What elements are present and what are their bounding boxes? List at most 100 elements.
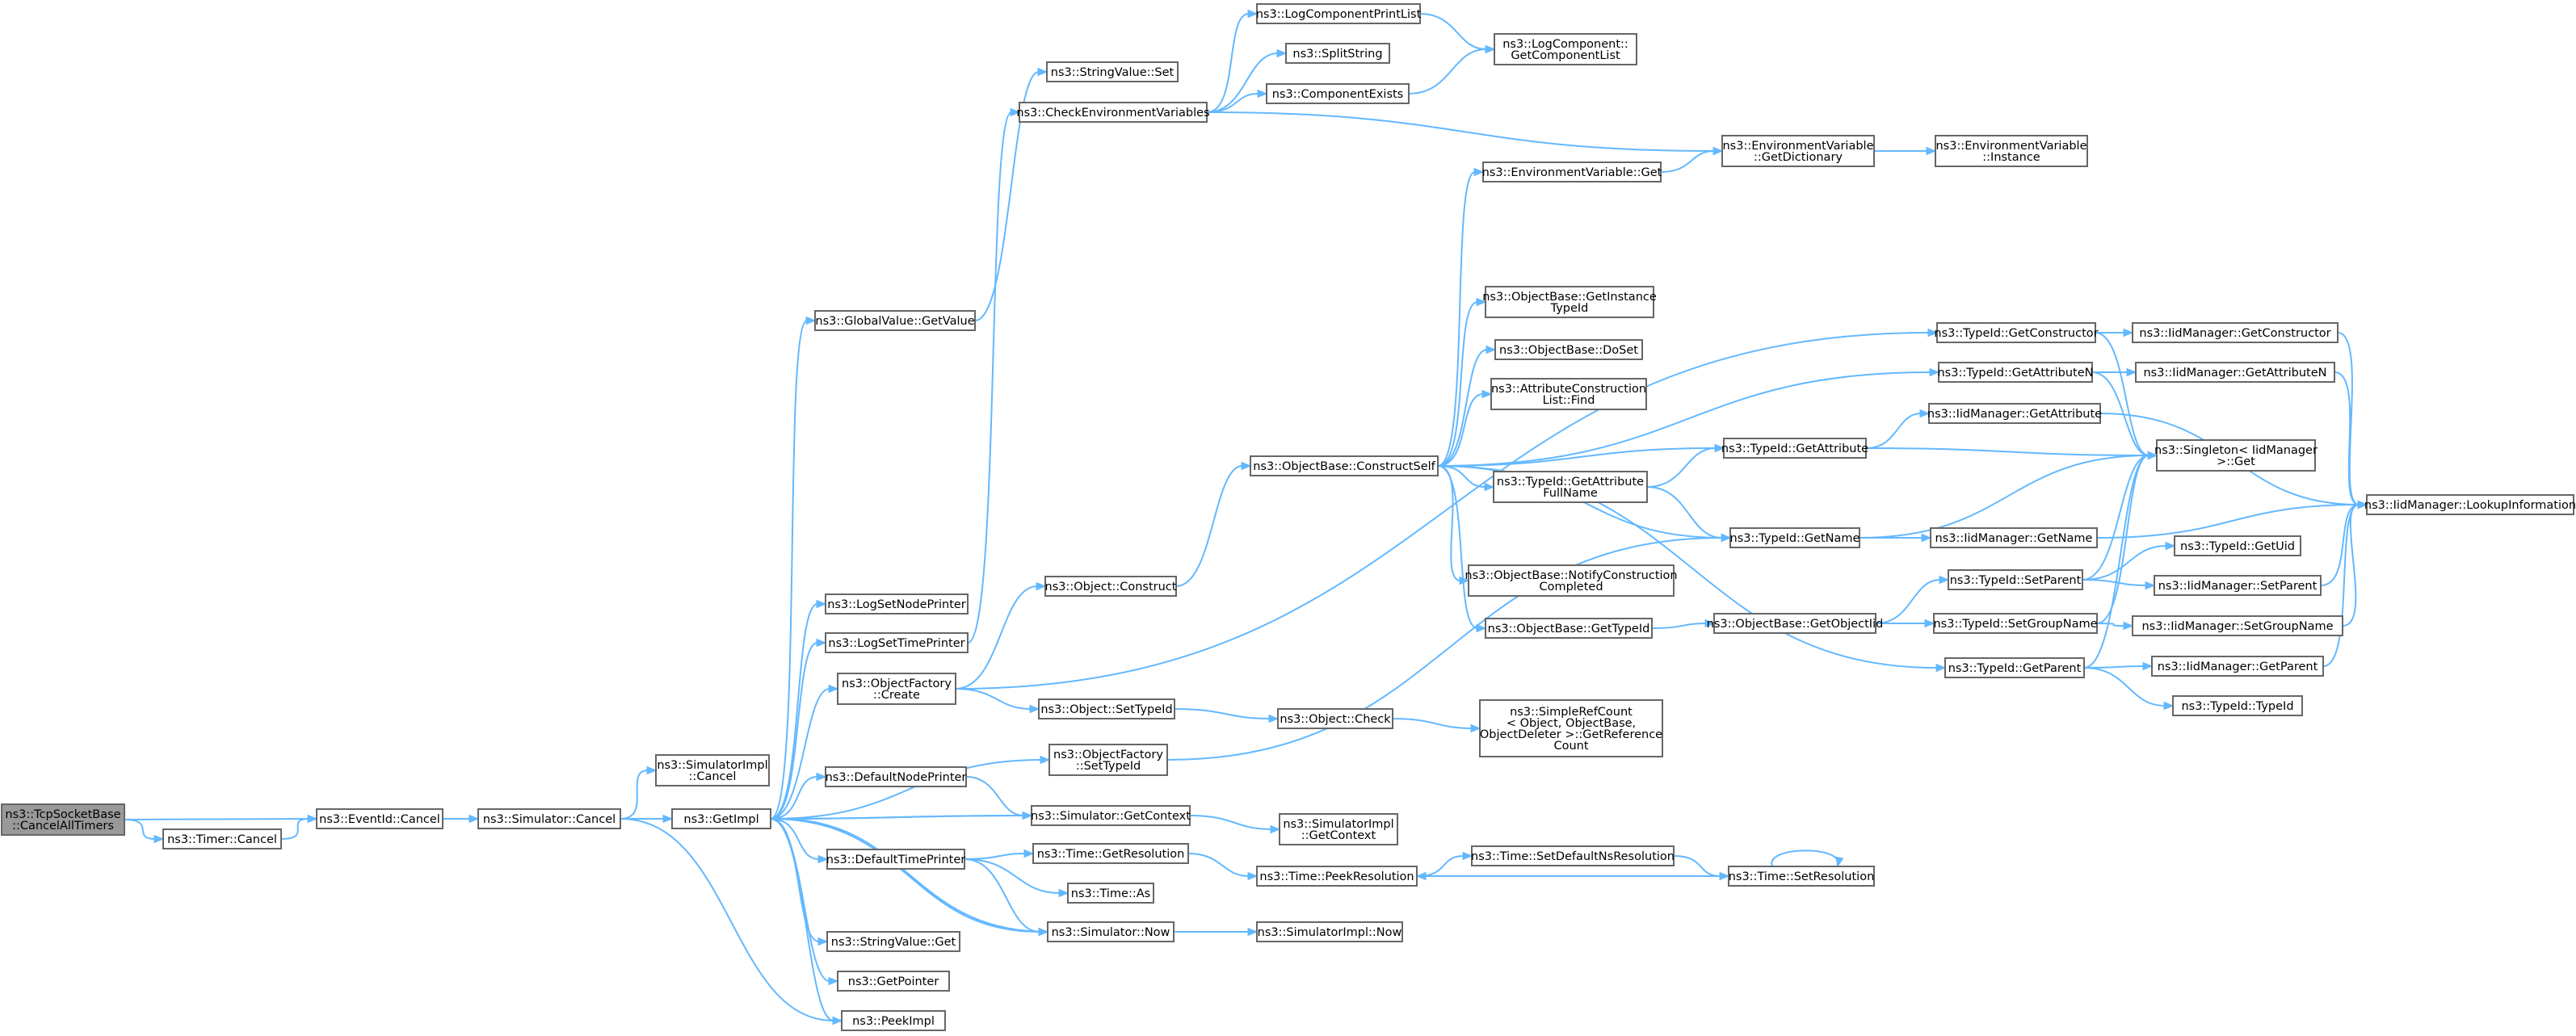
call-edge-simnow-to-getimpl [769, 814, 1048, 933]
node-checkenv[interactable]: ns3::CheckEnvironmentVariables [1016, 102, 1210, 123]
node-objfactcreate[interactable]: ns3::ObjectFactory::Create [837, 673, 956, 705]
node-globalvalue[interactable]: ns3::GlobalValue::GetValue [814, 310, 976, 331]
node-timeas[interactable]: ns3::Time::As [1067, 883, 1154, 904]
node-simimplnow[interactable]: ns3::SimulatorImpl::Now [1256, 921, 1403, 942]
node-tidsetparent[interactable]: ns3::TypeId::SetParent [1948, 569, 2083, 590]
node-box [2151, 656, 2324, 677]
node-timegetres[interactable]: ns3::Time::GetResolution [1032, 843, 1189, 864]
node-getobjectiid[interactable]: ns3::ObjectBase::GetObjectIid [1707, 613, 1884, 634]
node-label: ns3::Object::Check [1280, 713, 1391, 726]
node-tidgetattr[interactable]: ns3::TypeId::GetAttribute [1721, 438, 1868, 459]
node-label: ns3::TypeId::SetGroupName [1933, 618, 2097, 631]
node-box [1938, 362, 2093, 383]
node-deftimeprinter[interactable]: ns3::DefaultTimePrinter [826, 849, 965, 870]
node-label: ns3::TypeId::GetAttributeN [1937, 367, 2093, 380]
node-defnodeprinter[interactable]: ns3::DefaultNodePrinter [825, 766, 967, 787]
node-label: ns3::TypeId::GetName [1730, 532, 1860, 545]
call-edge-logcompprint-to-getcomplist [1419, 13, 1496, 54]
node-box [1285, 43, 1390, 64]
node-objconstruct[interactable]: ns3::Object::Construct [1044, 576, 1177, 597]
node-iidsetgroupname[interactable]: ns3::IidManager::SetGroupName [2132, 615, 2343, 636]
node-simgetcontext[interactable]: ns3::Simulator::GetContext [1031, 805, 1191, 826]
node-box [1494, 33, 1637, 65]
node-label: ns3::ObjectFactory::SetTypeId [1053, 749, 1163, 773]
node-label: ns3::StringValue::Set [1051, 66, 1175, 79]
node-getimpl[interactable]: ns3::GetImpl [671, 808, 771, 829]
node-iidsetparent[interactable]: ns3::IidManager::SetParent [2154, 575, 2322, 596]
node-label: ns3::GetImpl [683, 813, 759, 826]
node-iidgetconstructor[interactable]: ns3::IidManager::GetConstructor [2132, 322, 2339, 343]
node-logsettime[interactable]: ns3::LogSetTimePrinter [825, 632, 969, 653]
node-objfactsettypeid[interactable]: ns3::ObjectFactory::SetTypeId [1048, 744, 1168, 776]
call-edges [124, 9, 2368, 1026]
node-obgettypeid[interactable]: ns3::ObjectBase::GetTypeId [1485, 618, 1653, 639]
node-label: ns3::Object::Construct [1045, 581, 1177, 593]
node-logcompprint[interactable]: ns3::LogComponentPrintList [1256, 3, 1422, 24]
node-singletonget[interactable]: ns3::Singleton< IidManager>::Get [2154, 439, 2318, 472]
node-envgetdict[interactable]: ns3::EnvironmentVariable::GetDictionary [1721, 135, 1875, 167]
node-simplerefcount[interactable]: ns3::SimpleRefCount< Object, ObjectBase,… [1479, 699, 1663, 757]
call-edge-tidgetname-to-singletonget [1859, 451, 2158, 539]
call-edge-getimpl-to-logsetnode [770, 599, 827, 820]
node-label: ns3::GlobalValue::GetValue [815, 315, 974, 328]
node-doset[interactable]: ns3::ObjectBase::DoSet [1494, 339, 1643, 360]
node-tidgetparent[interactable]: ns3::TypeId::GetParent [1944, 657, 2085, 678]
node-tidgetconstructor[interactable]: ns3::TypeId::GetConstructor [1934, 322, 2099, 343]
call-edge-getobjectiid-to-tidsetparent [1875, 575, 1950, 624]
node-peekimpl[interactable]: ns3::PeekImpl [841, 1010, 946, 1031]
node-simnow[interactable]: ns3::Simulator::Now [1047, 921, 1175, 942]
node-label: ns3::TypeId::GetConstructor [1934, 327, 2098, 340]
node-timercancel[interactable]: ns3::Timer::Cancel [162, 828, 282, 849]
node-box [1948, 569, 2083, 590]
node-tidsetgroupname[interactable]: ns3::TypeId::SetGroupName [1933, 613, 2098, 634]
call-edge-iidgetparent-to-iidlookup [2322, 500, 2368, 667]
node-iidgetparent[interactable]: ns3::IidManager::GetParent [2151, 656, 2324, 677]
node-simimplcancel[interactable]: ns3::SimulatorImpl::Cancel [655, 754, 770, 786]
node-strvalset[interactable]: ns3::StringValue::Set [1046, 61, 1179, 82]
node-objsettypeid[interactable]: ns3::Object::SetTypeId [1038, 698, 1175, 719]
node-label: ns3::Simulator::GetContext [1031, 810, 1191, 823]
node-tidgetname[interactable]: ns3::TypeId::GetName [1729, 527, 1860, 548]
node-box [825, 593, 969, 614]
node-label: ns3::EnvironmentVariable::Get [1482, 166, 1662, 179]
node-iidgetattrn[interactable]: ns3::IidManager::GetAttributeN [2135, 362, 2335, 383]
node-iidgetattr[interactable]: ns3::IidManager::GetAttribute [1927, 403, 2102, 424]
node-simimplgetcontext[interactable]: ns3::SimulatorImpl::GetContext [1279, 813, 1398, 845]
node-iidlookup[interactable]: ns3::IidManager::LookupInformation [2364, 494, 2576, 515]
call-edge-simcancel-to-simimplcancel [620, 765, 658, 820]
node-compexists[interactable]: ns3::ComponentExists [1266, 83, 1410, 104]
node-box [1928, 403, 2101, 424]
node-tidgetattrn[interactable]: ns3::TypeId::GetAttributeN [1937, 362, 2094, 383]
node-label: ns3::LogComponentPrintList [1256, 8, 1422, 21]
node-tidtypeid[interactable]: ns3::TypeId::TypeId [2172, 695, 2303, 716]
node-label: ns3::TypeId::SetParent [1950, 574, 2082, 587]
node-timesetres[interactable]: ns3::Time::SetResolution [1728, 866, 1875, 887]
node-constructself[interactable]: ns3::ObjectBase::ConstructSelf [1250, 455, 1439, 476]
node-tidgetuid[interactable]: ns3::TypeId::GetUid [2174, 535, 2301, 556]
call-edge-objsettypeid-to-objcheck [1174, 708, 1280, 724]
node-box [825, 632, 969, 653]
node-objcheck[interactable]: ns3::Object::Check [1277, 708, 1393, 729]
call-edge-timercancel-to-eventcancel [280, 814, 318, 840]
node-envinstance[interactable]: ns3::EnvironmentVariable::Instance [1935, 135, 2088, 167]
node-simcancel[interactable]: ns3::Simulator::Cancel [477, 808, 621, 829]
node-envget[interactable]: ns3::EnvironmentVariable::Get [1482, 161, 1662, 182]
node-timepeekres[interactable]: ns3::Time::PeekResolution [1256, 866, 1418, 887]
node-iidgetname[interactable]: ns3::IidManager::GetName [1930, 527, 2098, 548]
node-eventcancel[interactable]: ns3::EventId::Cancel [316, 808, 443, 829]
node-splitstring[interactable]: ns3::SplitString [1285, 43, 1390, 64]
node-timesetdefaultns[interactable]: ns3::Time::SetDefaultNsResolution [1471, 845, 1675, 866]
node-label: ns3::IidManager::SetParent [2158, 580, 2318, 593]
node-getcomplist[interactable]: ns3::LogComponent::GetComponentList [1494, 33, 1637, 65]
node-strvalget[interactable]: ns3::StringValue::Get [826, 931, 960, 952]
node-logsetnode[interactable]: ns3::LogSetNodePrinter [825, 593, 969, 614]
node-box [2366, 494, 2574, 515]
node-getpointer[interactable]: ns3::GetPointer [837, 971, 950, 992]
node-tcpcancel[interactable]: ns3::TcpSocketBase::CancelAllTimers [1, 803, 125, 836]
call-edge-getimpl-to-getpointer [770, 818, 839, 986]
